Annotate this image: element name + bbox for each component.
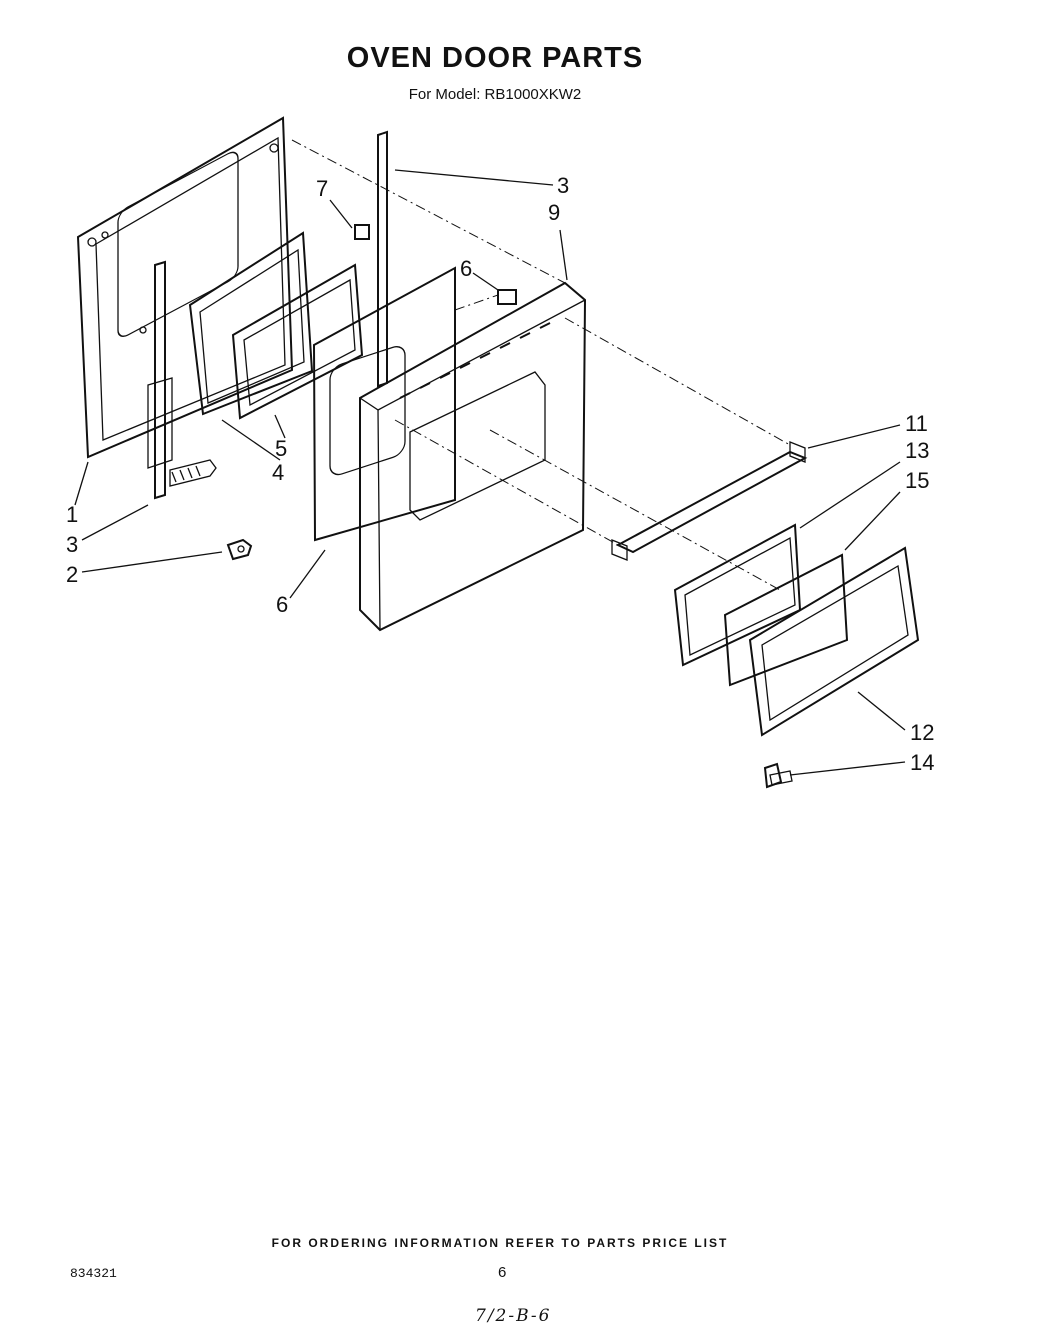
callout-9: 7 <box>316 176 328 201</box>
callout-3-left: 3 <box>66 532 78 557</box>
door-handle <box>611 441 808 561</box>
callout-12: 12 <box>910 720 934 745</box>
window-glass <box>723 553 849 687</box>
model-subtitle: For Model: RB1000XKW2 <box>408 86 582 103</box>
leader-lines <box>74 169 906 776</box>
callout-7: 6 <box>460 256 472 281</box>
callout-13: 13 <box>905 438 929 463</box>
callout-4: 4 <box>272 460 284 485</box>
hinge-left <box>147 260 217 500</box>
page-title: OVEN DOOR PARTS <box>346 42 644 74</box>
callout-11: 11 <box>905 411 928 436</box>
callout-1: 1 <box>66 502 78 527</box>
handwritten-code: 7/2-B-6 <box>475 1306 552 1326</box>
callout-2: 2 <box>66 562 78 587</box>
document-code: 834321 <box>70 1266 117 1281</box>
glass-frame <box>188 231 314 416</box>
callout-14: 14 <box>910 750 934 775</box>
insulation-panel <box>312 266 456 542</box>
window-frame-rear <box>673 523 802 667</box>
callout-5: 5 <box>275 436 287 461</box>
clip-part-7 <box>497 289 517 305</box>
spring-clip-part-9 <box>354 224 370 240</box>
inner-door-liner <box>76 116 294 459</box>
hinge-right <box>377 130 388 388</box>
clip-part-14 <box>763 762 793 789</box>
door-vent-slots <box>399 322 551 399</box>
page-number: 6 <box>498 1264 507 1281</box>
callout-3-top: 3 <box>557 173 569 198</box>
inner-glass <box>231 263 364 420</box>
ordering-note: FOR ORDERING INFORMATION REFER TO PARTS … <box>271 1236 729 1250</box>
window-frame-outer <box>748 546 920 737</box>
callout-15: 15 <box>905 468 929 493</box>
callout-10: 9 <box>548 200 560 225</box>
callout-6: 6 <box>276 592 288 617</box>
door-stop-part <box>226 538 253 561</box>
